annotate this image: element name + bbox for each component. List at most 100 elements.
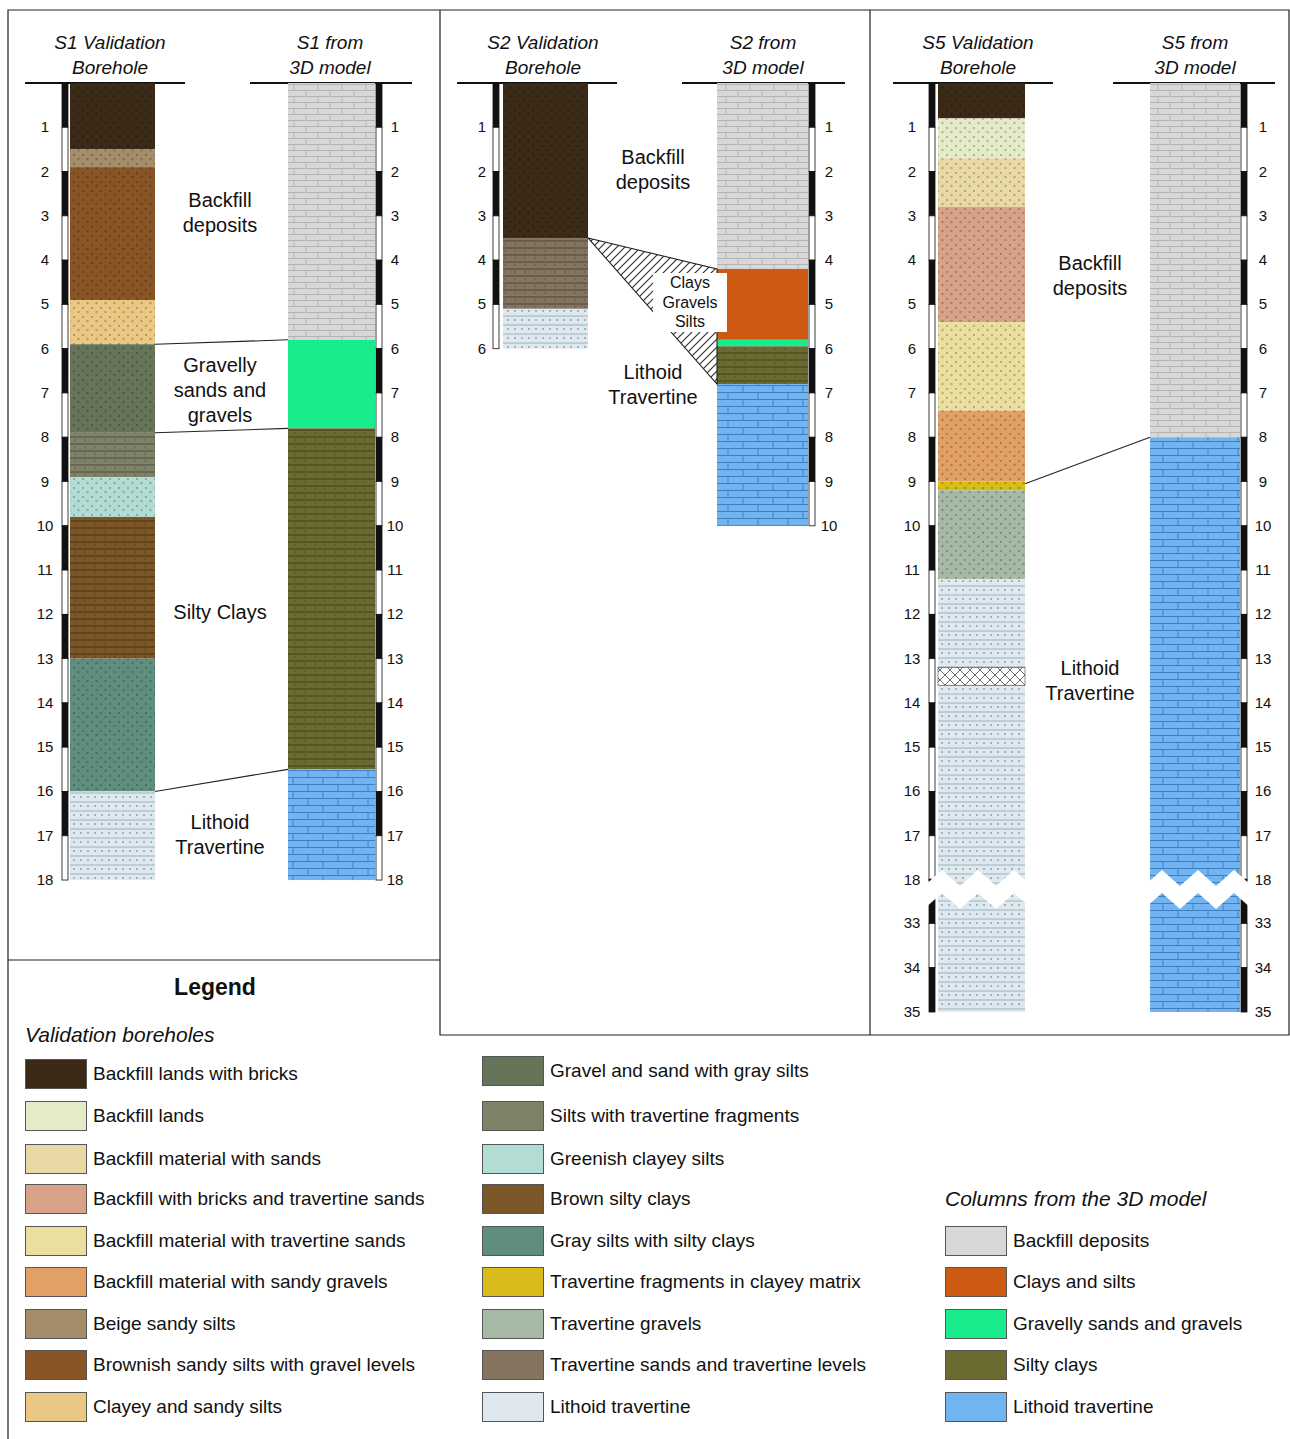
depth-number: 10 [380,517,410,535]
legend-label: Backfill material with sandy gravels [93,1271,388,1293]
legend-entry: Backfill material with sands [25,1143,321,1175]
depth-number: 2 [814,163,844,181]
depth-number: 16 [380,782,410,800]
depth-scale-bar [376,83,382,880]
layer [938,158,1025,207]
layer [70,344,155,433]
depth-number: 13 [30,650,60,668]
depth-number: 17 [897,827,927,845]
depth-number: 34 [897,959,927,977]
legend-label: Silts with travertine fragments [550,1105,799,1127]
unit-label: Gravelly sands and gravels [160,353,280,428]
layer [717,384,808,526]
layer-texture [938,118,1025,158]
legend-label: Backfill lands with bricks [93,1063,298,1085]
layer [938,83,1025,118]
layer [938,411,1025,482]
legend-entry: Beige sandy silts [25,1308,236,1340]
depth-number: 1 [380,118,410,136]
legend-label: Brownish sandy silts with gravel levels [93,1354,415,1376]
depth-number: 18 [380,871,410,889]
column-header: S2 from 3D model [717,30,809,80]
layer-texture [938,411,1025,482]
legend-label: Brown silty clays [550,1188,690,1210]
layer-texture [70,344,155,433]
panel-border [8,10,1289,1439]
depth-number: 4 [897,251,927,269]
layer-texture [70,149,155,167]
borehole-column [503,83,588,349]
legend-swatch [25,1267,87,1297]
legend-label: Backfill deposits [1013,1230,1149,1252]
depth-number: 12 [1248,605,1278,623]
layer [70,300,155,344]
unit-label: Lithoid Travertine [593,360,713,410]
legend-entry: Backfill material with travertine sands [25,1225,406,1257]
correlation-line [155,340,288,344]
legend-swatch [945,1226,1007,1256]
layer-texture [70,83,155,149]
layer [288,769,375,880]
legend-swatch [25,1350,87,1380]
legend-label: Backfill with bricks and travertine sand… [93,1188,425,1210]
correlation-line [155,769,288,791]
legend-label: Lithoid travertine [1013,1396,1153,1418]
layer-texture [938,482,1025,491]
depth-number: 3 [1248,207,1278,225]
depth-number: 14 [1248,694,1278,712]
depth-number: 2 [30,163,60,181]
depth-number: 14 [380,694,410,712]
depth-number: 5 [814,295,844,313]
legend-label: Beige sandy silts [93,1313,236,1335]
depth-number: 17 [380,827,410,845]
layer [70,83,155,149]
depth-number: 1 [30,118,60,136]
legend-label: Clays and silts [1013,1271,1136,1293]
legend-swatch [482,1309,544,1339]
layer [70,433,155,477]
legend-entry: Backfill material with sandy gravels [25,1266,388,1298]
layer-texture [717,83,808,269]
depth-number: 7 [1248,384,1278,402]
layer-texture [717,346,808,384]
legend-label: Gravel and sand with gray silts [550,1060,809,1082]
legend-label: Backfill material with sands [93,1148,321,1170]
depth-number: 7 [814,384,844,402]
layer [1150,437,1240,1012]
depth-number: 8 [814,428,844,446]
legend-swatch [945,1267,1007,1297]
depth-number: 4 [30,251,60,269]
depth-number: 17 [30,827,60,845]
depth-number: 3 [897,207,927,225]
depth-number: 3 [467,207,497,225]
legend-entry: Silts with travertine fragments [482,1100,799,1132]
depth-scale-bar [493,83,499,349]
depth-number: 5 [1248,295,1278,313]
layer [70,791,155,880]
depth-number: 1 [814,118,844,136]
legend-swatch [482,1350,544,1380]
depth-number: 7 [897,384,927,402]
depth-number: 6 [467,340,497,358]
depth-number: 4 [1248,251,1278,269]
depth-number: 5 [380,295,410,313]
depth-number: 12 [897,605,927,623]
unit-label: Backfill deposits [1030,251,1150,301]
depth-number: 11 [897,561,927,579]
layer-texture [717,384,808,526]
legend-swatch [945,1350,1007,1380]
depth-number: 2 [897,163,927,181]
depth-number: 1 [897,118,927,136]
depth-number: 9 [30,473,60,491]
legend-swatch [482,1392,544,1422]
depth-number: 12 [30,605,60,623]
layer [70,517,155,659]
unit-label: Silty Clays [145,600,295,625]
legend-entry: Clayey and sandy silts [25,1391,282,1423]
legend-entry: Greenish clayey silts [482,1143,724,1175]
depth-number: 15 [30,738,60,756]
legend-swatch [482,1056,544,1086]
layer-texture [938,322,1025,411]
depth-number: 4 [814,251,844,269]
legend-entry: Travertine sands and travertine levels [482,1349,866,1381]
